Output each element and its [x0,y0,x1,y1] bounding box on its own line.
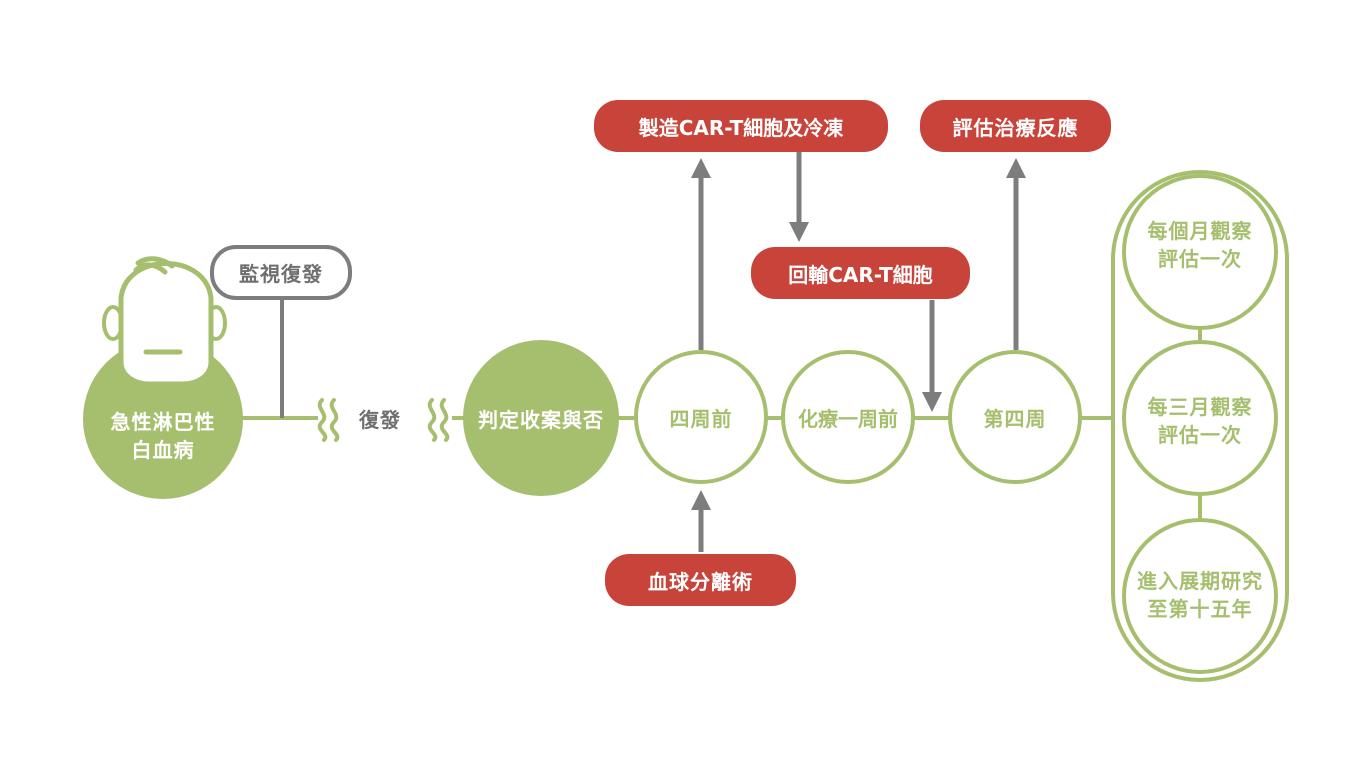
week-four-node: 第四周 [948,350,1082,484]
chemo-one-week-before-node: 化療一周前 [781,350,915,484]
relapse-label: 復發 [348,402,412,434]
apheresis-pill: 血球分離術 [605,554,796,606]
monitor-relapse-pill: 監視復發 [210,245,352,300]
four-weeks-before-node: 四周前 [634,350,768,484]
follow-up-extension: 進入展期研究 至第十五年 [1137,569,1263,621]
child-face-icon [83,256,243,499]
manufacture-car-t-pill: 製造CAR-T細胞及冷凍 [594,100,888,152]
infuse-car-t-pill: 回輸CAR-T細胞 [751,247,970,299]
wavy-break-icon [427,398,450,442]
eligibility-node: 判定收案與否 [463,340,619,496]
patient-label: 急性淋巴性 白血病 [110,410,216,462]
wavy-break-icon [317,398,340,442]
follow-up-container [1111,170,1289,682]
follow-up-quarterly: 每三月觀察 評估一次 [1147,395,1253,447]
evaluate-response-pill: 評估治療反應 [920,100,1111,152]
follow-up-monthly: 每個月觀察 評估一次 [1147,219,1253,271]
